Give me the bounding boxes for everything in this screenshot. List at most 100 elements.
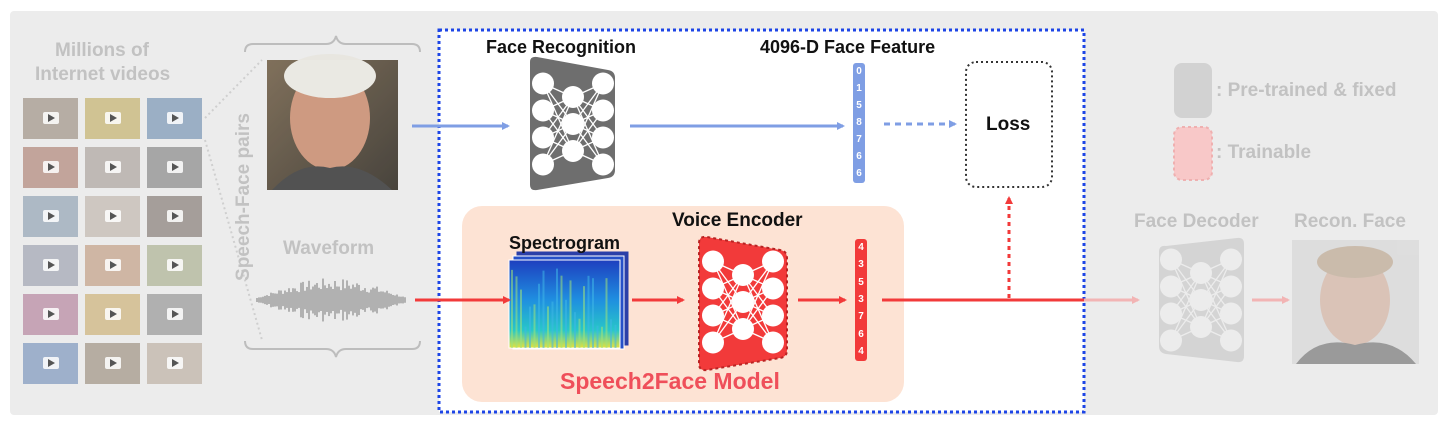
network-node <box>762 277 784 300</box>
legend-trainable-label: : Trainable <box>1216 142 1312 163</box>
face-recognition-label: Face Recognition <box>486 37 637 57</box>
face-decoder-label: Face Decoder <box>1134 211 1259 232</box>
network-node <box>1160 329 1182 352</box>
video-thumbnail <box>23 98 78 139</box>
network-node <box>732 318 754 340</box>
spectrogram-band <box>520 289 522 348</box>
vector-digit: 5 <box>858 276 864 288</box>
video-thumbnail <box>147 98 202 139</box>
videos-title-line1: Millions of <box>55 40 149 61</box>
spectrogram-band <box>605 278 608 348</box>
face-photo <box>267 54 398 190</box>
network-node <box>762 331 784 354</box>
spectrogram-band <box>515 276 518 348</box>
waveform-graphic <box>256 278 406 322</box>
video-thumbnail <box>85 98 140 139</box>
speech2face-dotted-box <box>437 28 1086 414</box>
network-node <box>1190 316 1212 338</box>
face-decoder-network <box>1159 237 1244 363</box>
vector-digit: 4 <box>858 346 864 358</box>
spectrogram-band <box>587 275 590 348</box>
spectrogram-band <box>574 312 576 348</box>
spectrogram-band <box>524 326 527 348</box>
brace-bottom <box>244 340 421 358</box>
legend-pretrained-label: : Pre-trained & fixed <box>1216 80 1397 101</box>
network-node <box>1220 302 1242 325</box>
spectrogram-band <box>538 283 540 348</box>
network-node <box>562 86 584 108</box>
video-thumbnail <box>85 147 140 188</box>
network-node <box>732 291 754 313</box>
network-node <box>762 250 784 273</box>
video-thumbnail <box>85 196 140 237</box>
vector-digit: 7 <box>856 134 862 146</box>
video-thumbnail <box>23 147 78 188</box>
vector-digit: 3 <box>858 293 864 305</box>
spectrogram-band <box>601 326 603 348</box>
network-node <box>1160 302 1182 325</box>
network-node <box>592 153 614 176</box>
video-thumbnail <box>147 343 202 384</box>
video-thumbnail <box>85 294 140 335</box>
network-node <box>762 304 784 327</box>
network-node <box>532 72 554 95</box>
network-edge <box>742 261 774 330</box>
network-node <box>702 304 724 327</box>
spectrogram-band <box>592 278 594 348</box>
network-node <box>702 277 724 300</box>
network-node <box>532 99 554 122</box>
network-node <box>532 153 554 176</box>
spectrogram-band <box>551 301 554 348</box>
network-node <box>592 126 614 149</box>
legend-pretrained-swatch <box>1174 63 1212 118</box>
network-edge <box>542 96 574 165</box>
speech-face-pairs-label: Speech-Face pairs <box>233 113 254 281</box>
voice-encoder-label: Voice Encoder <box>672 210 803 231</box>
spectrogram-band <box>614 324 617 348</box>
videos-title-line2: Internet videos <box>35 64 171 85</box>
network-node <box>1160 248 1182 271</box>
network-node <box>1220 329 1242 352</box>
spectrogram-band <box>533 304 536 348</box>
loss-label: Loss <box>986 114 1031 135</box>
network-node <box>562 140 584 162</box>
legend-trainable-swatch <box>1173 126 1213 181</box>
vector-digit: 8 <box>856 116 862 128</box>
recon-face-label: Recon. Face <box>1294 211 1406 232</box>
video-thumbnail <box>23 294 78 335</box>
network-node <box>732 264 754 286</box>
video-thumbnail <box>85 245 140 286</box>
network-node <box>592 72 614 95</box>
face-feature-label: 4096-D Face Feature <box>760 37 936 57</box>
video-thumbnail <box>147 245 202 286</box>
spectrogram-band <box>511 269 513 348</box>
network-edge <box>712 274 744 343</box>
spectrogram-band <box>556 268 558 348</box>
spectrogram-band <box>569 280 572 348</box>
video-thumbnail <box>23 343 78 384</box>
video-thumbnail <box>23 196 78 237</box>
speech2face-model-label: Speech2Face Model <box>560 368 780 394</box>
video-thumbnail <box>85 343 140 384</box>
vector-digit: 1 <box>856 82 862 94</box>
network-node <box>702 250 724 273</box>
brace-top <box>244 35 421 53</box>
vector-digit: 6 <box>856 151 862 163</box>
network-node <box>532 126 554 149</box>
video-thumbnail <box>147 147 202 188</box>
vector-digit: 7 <box>858 311 864 323</box>
network-edge <box>1200 259 1232 328</box>
network-node <box>1190 262 1212 284</box>
voice-encoder-network <box>698 235 788 372</box>
connector-dotted <box>204 59 263 119</box>
waveform-label: Waveform <box>283 238 375 259</box>
network-node <box>592 99 614 122</box>
spectrogram-band <box>560 275 563 348</box>
spectrogram-band <box>610 319 612 348</box>
network-node <box>562 113 584 135</box>
vector-digit: 6 <box>856 168 862 180</box>
network-node <box>1220 275 1242 298</box>
spectrogram-band <box>583 286 585 348</box>
